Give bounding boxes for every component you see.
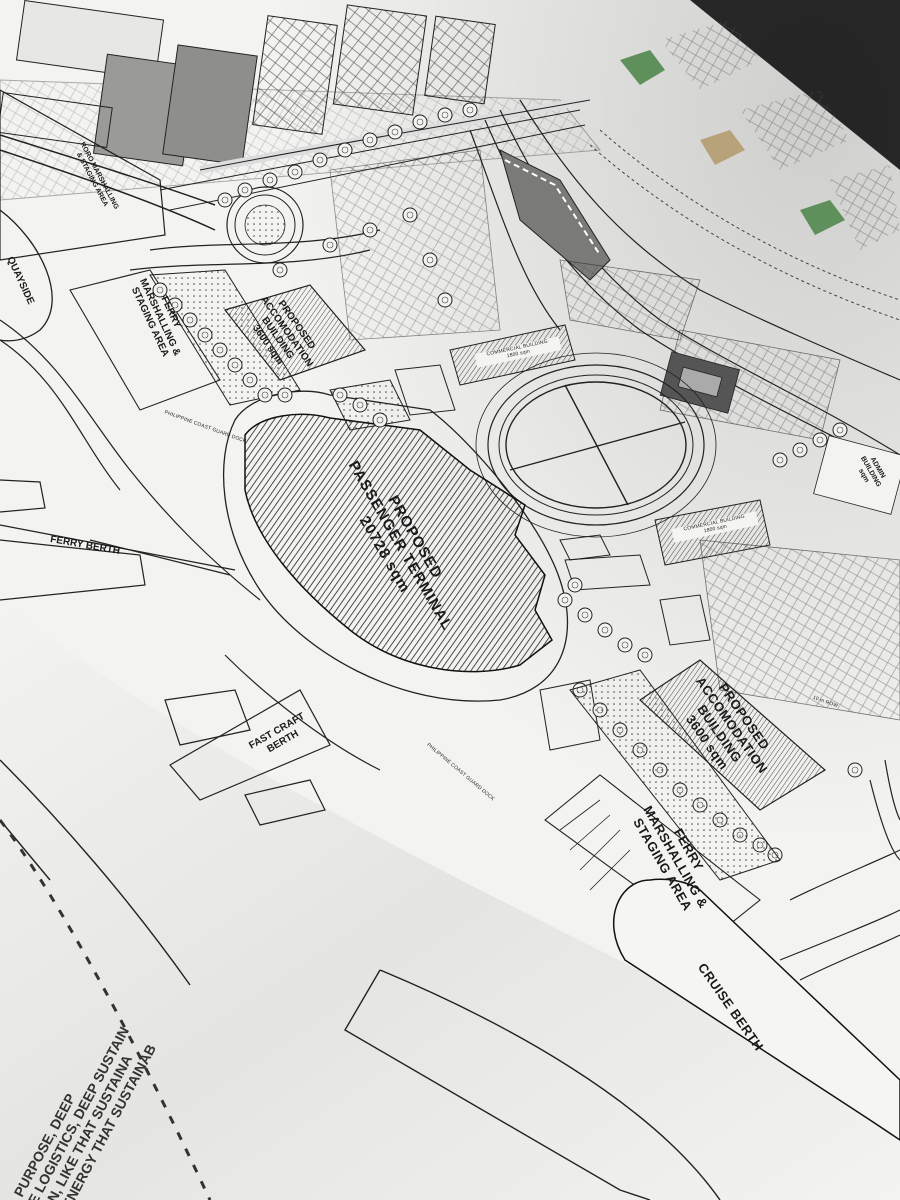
terminal-site-outline [222,390,568,702]
small-buildings-top [329,149,841,441]
small-buildings-right [699,435,900,721]
legend-swatches [620,20,900,250]
roro-area [0,89,166,261]
quayside-shape [0,209,53,342]
accommodation-building-lower [639,659,827,811]
roundabout-top [226,186,304,264]
central-roundabout [475,352,717,538]
passenger-terminal [244,413,553,673]
ferry-marshalling-upper [69,269,301,411]
accommodation-building-upper [223,284,367,381]
ferry-marshalling-lower [544,669,781,941]
cruise-berth [612,878,900,1141]
